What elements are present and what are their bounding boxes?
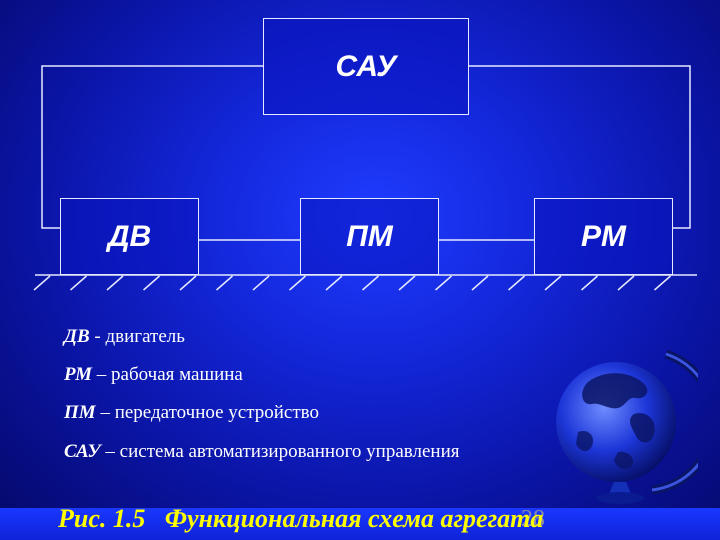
- legend-item-dv: ДВ - двигатель: [64, 326, 185, 348]
- block-pm: ПМ: [300, 198, 439, 275]
- hatch-mark: [544, 275, 562, 291]
- hatch-mark: [617, 275, 635, 291]
- hatch-mark: [471, 275, 489, 291]
- block-dv-label: ДВ: [107, 219, 152, 253]
- hatch-mark: [179, 275, 197, 291]
- block-pm-label: ПМ: [346, 219, 393, 253]
- hatch-mark: [398, 275, 416, 291]
- figure-caption: Рис. 1.5 Функциональная схема агрегата: [58, 504, 544, 533]
- legend-abbr: РМ: [64, 364, 93, 385]
- hatch-mark: [362, 275, 379, 291]
- hatch-mark: [581, 275, 598, 291]
- legend-text: рабочая машина: [111, 364, 243, 385]
- legend-sep: –: [95, 402, 115, 423]
- legend-item-pm: ПМ – передаточное устройство: [64, 402, 319, 424]
- block-sau: САУ: [263, 18, 469, 115]
- ground-hatching: [33, 275, 671, 291]
- legend-text: передаточное устройство: [114, 402, 319, 423]
- hatch-mark: [435, 275, 452, 291]
- legend-text: система автоматизированного управления: [119, 441, 460, 462]
- block-rm-label: РМ: [581, 219, 626, 253]
- legend-item-sau: САУ – система автоматизированного управл…: [64, 441, 459, 463]
- legend-abbr: ПМ: [64, 402, 96, 423]
- legend-item-rm: РМ – рабочая машина: [64, 364, 243, 386]
- legend-abbr: САУ: [64, 441, 101, 462]
- hatch-mark: [106, 275, 124, 291]
- block-dv: ДВ: [60, 198, 199, 275]
- legend-sep: –: [100, 441, 120, 462]
- hatch-mark: [216, 275, 233, 291]
- hatch-mark: [654, 275, 671, 291]
- hatch-mark: [508, 275, 525, 291]
- caption-bar: [0, 508, 720, 540]
- legend-abbr: ДВ: [64, 326, 90, 347]
- block-sau-label: САУ: [335, 49, 397, 83]
- hatch-mark: [252, 275, 270, 291]
- legend-text: двигатель: [105, 326, 185, 347]
- hatch-mark: [325, 275, 343, 291]
- block-rm: РМ: [534, 198, 673, 275]
- legend-sep: –: [92, 364, 112, 385]
- hatch-mark: [143, 275, 160, 291]
- hatch-mark: [70, 275, 87, 291]
- legend-sep: -: [89, 326, 106, 347]
- globe-icon: [556, 349, 698, 504]
- page-number: 28: [521, 506, 545, 532]
- hatch-mark: [289, 275, 306, 291]
- hatch-mark: [33, 275, 51, 291]
